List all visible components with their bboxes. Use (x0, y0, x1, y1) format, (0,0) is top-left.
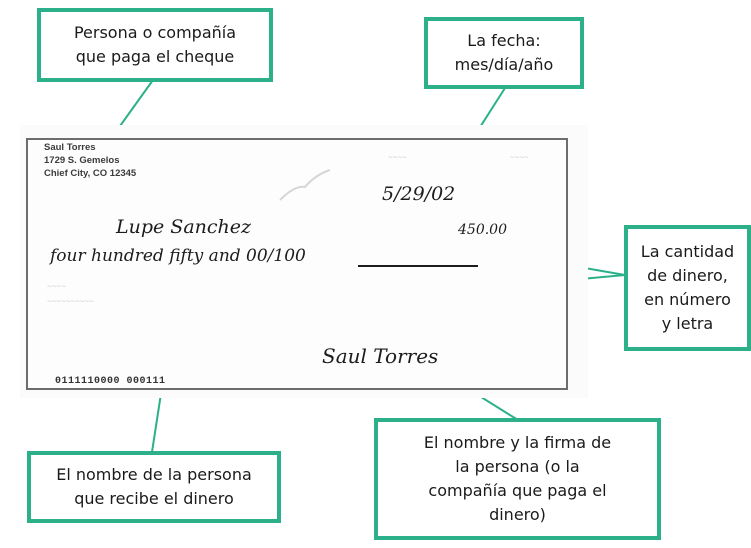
callout-date-line-1: La fecha: (467, 31, 541, 50)
callout-amount-line-1: La cantidad (640, 242, 735, 261)
callout-signature-line-2: la persona (o la (455, 457, 580, 476)
check-amount-words: four hundred fifty and 00/100 (50, 246, 306, 266)
callout-date: La fecha: mes/día/año (424, 17, 584, 89)
check-decoration-mark (279, 169, 331, 201)
payer-street: 1729 S. Gemelos (44, 155, 120, 166)
amount-words-line (358, 265, 478, 267)
callout-payer-line-1: Persona o compañía (73, 23, 237, 42)
callout-payee-line-1: El nombre de la persona (56, 465, 252, 484)
callout-amount-line-2: de dinero, (647, 266, 728, 285)
callout-signature-line-4: dinero) (489, 505, 546, 524)
callout-payee-line-2: que recibe el dinero (74, 489, 234, 508)
payer-city: Chief City, CO 12345 (44, 168, 137, 179)
callout-payee: El nombre de la persona que recibe el di… (27, 451, 281, 523)
check-number-faint: ~~~~ (388, 153, 407, 162)
check-payer-address: Saul Torres 1729 S. Gemelos Chief City, … (44, 141, 136, 180)
check-number-faint-2: ~~~~ (510, 153, 529, 162)
check-micr-line: 0111110000 000111 (55, 376, 166, 387)
check-payee: Lupe Sanchez (116, 216, 252, 238)
check-amount-number: 450.00 (458, 222, 507, 238)
callout-signature-line-3: compañía que paga el (428, 481, 607, 500)
callout-payer-line-2: que paga el cheque (75, 47, 235, 66)
memo-faint: ~~~~ (47, 282, 66, 291)
callout-amount: La cantidad de dinero, en número y letra (624, 225, 751, 351)
callout-date-line-2: mes/día/año (454, 55, 554, 74)
callout-amount-line-3: en número (644, 290, 731, 309)
callout-signature: El nombre y la firma de la persona (o la… (374, 418, 661, 540)
callout-signature-line-1: El nombre y la firma de (423, 433, 612, 452)
check-border (26, 138, 568, 390)
check-signature: Saul Torres (322, 344, 439, 368)
memo-faint-2: ~~~~~~~~~~ (47, 297, 94, 306)
payer-name: Saul Torres (44, 142, 96, 153)
callout-amount-line-4: y letra (661, 314, 714, 333)
callout-payer: Persona o compañía que paga el cheque (37, 8, 273, 82)
check-date: 5/29/02 (382, 183, 456, 205)
sample-check: Saul Torres 1729 S. Gemelos Chief City, … (20, 125, 588, 398)
